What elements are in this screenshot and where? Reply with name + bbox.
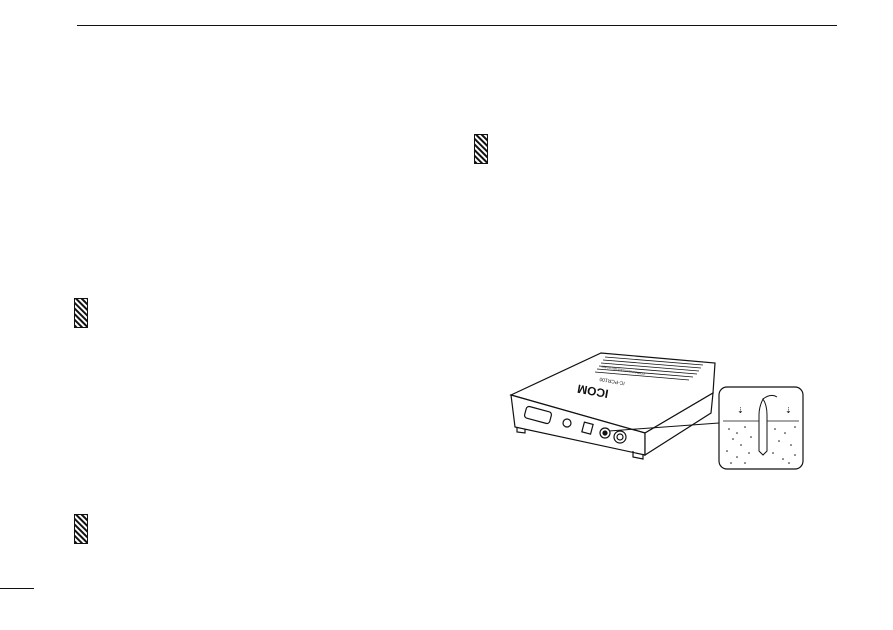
caution-icon (74, 298, 88, 328)
ground-stake-inset: ⇣ ⇣ (718, 386, 804, 470)
caution-icon (74, 514, 88, 544)
device-model: IC-PCR100 (599, 376, 625, 386)
svg-text:⇣: ⇣ (737, 406, 744, 415)
device-illustration: ICOM IC-PCR100 COMMUNICATIONS RECEIVER ⇣… (509, 352, 804, 470)
svg-text:⇣: ⇣ (785, 406, 792, 415)
header-rule (77, 25, 837, 26)
footer-rule (0, 588, 34, 589)
caution-icon (474, 134, 488, 164)
device-logo: ICOM (576, 382, 609, 401)
device-subtitle: COMMUNICATIONS RECEIVER (600, 364, 645, 376)
receiver-device (509, 352, 716, 460)
